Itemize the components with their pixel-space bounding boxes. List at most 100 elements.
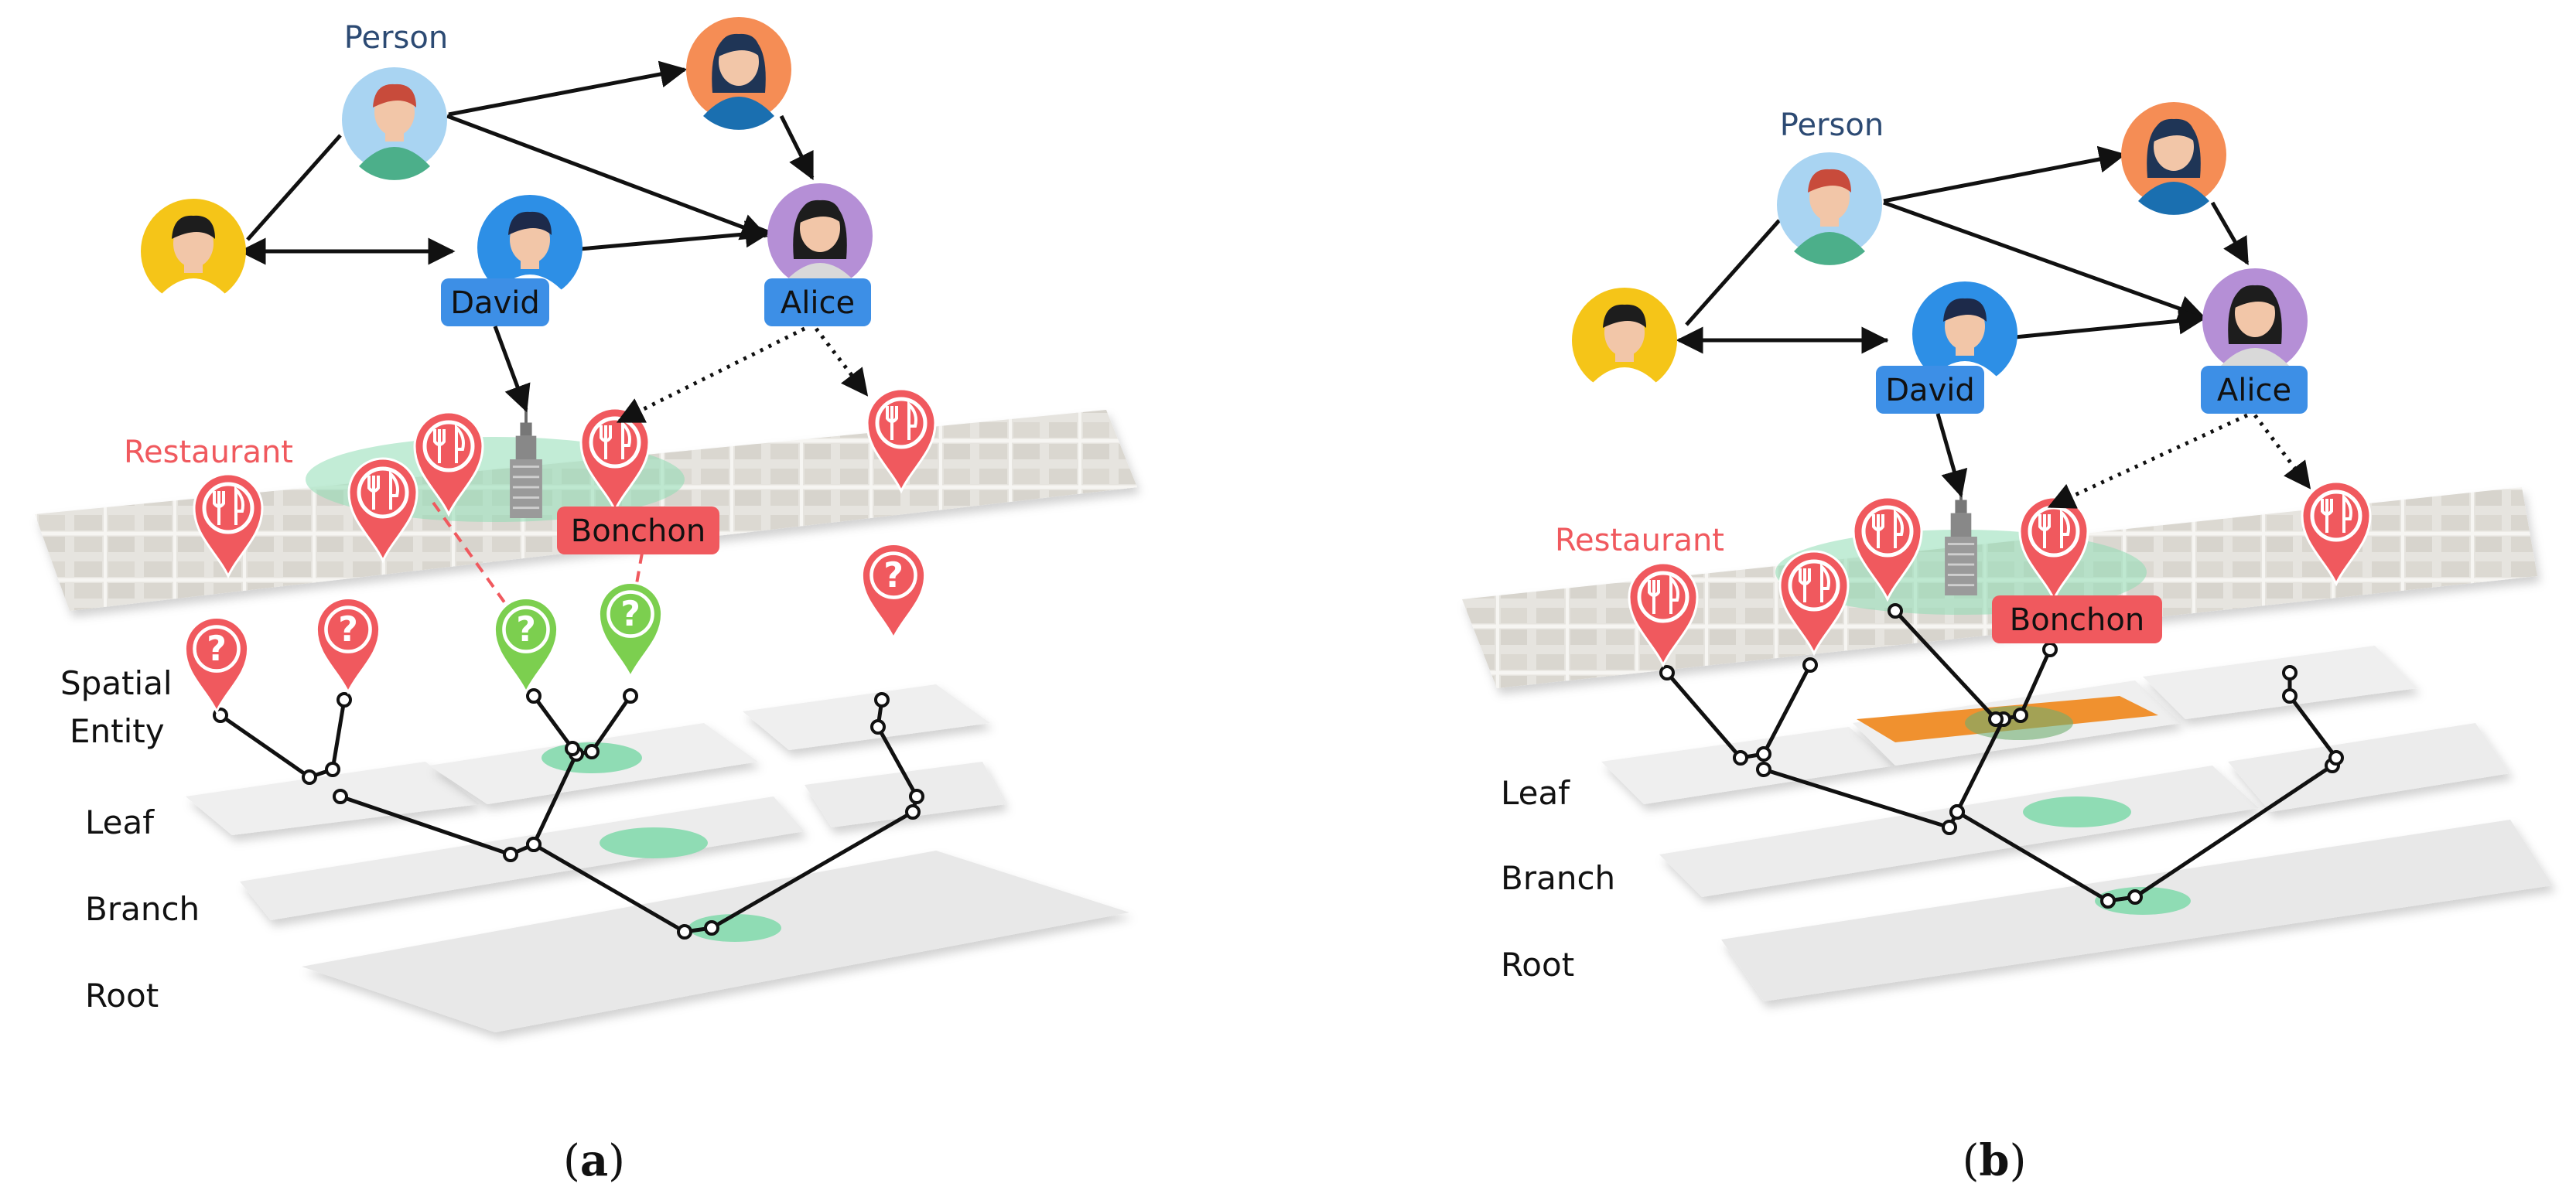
alice-badge: Alice	[2201, 366, 2308, 414]
tree-node	[302, 769, 317, 785]
tree-node	[1942, 820, 1957, 835]
leaf-label: Leaf	[85, 803, 155, 841]
fork-knife-pin-icon	[1778, 550, 1850, 657]
person-avatar-icon	[342, 67, 447, 180]
question-pin-icon: ?	[598, 582, 663, 680]
person-label: Person	[1780, 107, 1884, 143]
branch-layer-left	[1659, 766, 2259, 897]
root-label: Root	[1501, 946, 1574, 984]
tree-node	[2013, 708, 2028, 723]
tree-node	[2282, 688, 2298, 704]
fork-knife-pin-icon	[2301, 480, 2372, 587]
person-edge	[446, 114, 769, 240]
svg-text:?: ?	[207, 629, 227, 669]
tree-edge-leaf-1	[1666, 663, 1812, 760]
spatial-label: Spatial	[60, 664, 173, 702]
tree-node	[1802, 657, 1818, 673]
skyscraper-icon	[1945, 477, 1977, 595]
person-avatar-icon	[2121, 102, 2226, 215]
leaf-layer-3	[743, 684, 990, 750]
fork-knife-pin-icon	[1852, 496, 1923, 602]
restaurant-label: Restaurant	[1555, 523, 1724, 558]
tree-node	[584, 744, 600, 759]
visit-edge	[2047, 413, 2249, 509]
panel-b: Bonchon David Alice PersonRestaurantLeafBra…	[1462, 102, 2553, 1186]
tree-edge-leaf-2	[1894, 609, 1997, 721]
person-edge	[448, 60, 688, 117]
tree-node	[677, 924, 692, 940]
alice-badge: Alice	[764, 278, 871, 326]
tree-node	[909, 789, 924, 804]
branch-layer-right	[2228, 723, 2510, 812]
branch-highlight	[600, 827, 708, 858]
person-avatar-icon	[686, 17, 791, 130]
svg-text:?: ?	[516, 610, 536, 650]
root-layer	[302, 851, 1129, 1032]
question-pin-icon: ?	[316, 597, 381, 695]
david-badge-label: David	[450, 285, 540, 321]
tree-node	[870, 719, 886, 735]
leaf-layer-3	[2143, 646, 2417, 719]
bonchon-badge: Bonchon	[1992, 595, 2162, 643]
branch-label: Branch	[1501, 859, 1615, 897]
person-label: Person	[344, 20, 448, 56]
bonchon-badge: Bonchon	[557, 506, 719, 554]
tree-node	[526, 688, 542, 704]
tree-node	[1949, 804, 1965, 820]
question-pin-icon: ?	[494, 597, 559, 695]
fork-knife-pin-icon	[347, 457, 419, 564]
tree-edge-leaf-2	[531, 694, 575, 750]
person-avatar-icon	[141, 199, 246, 312]
person-avatar-icon	[1777, 152, 1882, 265]
question-pin-icon: ?	[184, 616, 249, 715]
tree-node	[526, 837, 542, 852]
fork-knife-pin-icon	[1628, 561, 1699, 668]
tree-edge-branch-1	[340, 694, 633, 857]
candidate-link	[432, 501, 512, 612]
david-badge-label: David	[1885, 373, 1975, 408]
person-edge	[1883, 145, 2127, 203]
tree-node	[337, 692, 352, 708]
visit-edge	[815, 327, 869, 397]
branch-layer-right	[805, 762, 1006, 827]
tree-node	[623, 688, 638, 704]
svg-text:?: ?	[620, 595, 641, 634]
root-label: Root	[85, 977, 159, 1015]
person-edge	[2014, 307, 2206, 339]
root-highlight	[2095, 887, 2191, 915]
fork-knife-pin-icon	[413, 411, 484, 517]
tree-node	[1659, 665, 1675, 680]
person-avatar-icon	[2202, 268, 2308, 381]
fork-knife-pin-icon	[866, 387, 937, 494]
bonchon-badge-label: Bonchon	[2010, 602, 2144, 638]
tree-node	[2127, 889, 2143, 905]
person-edge	[779, 114, 815, 181]
tree-node	[874, 692, 890, 708]
tree-node	[1756, 746, 1771, 762]
tree-node	[2282, 665, 2298, 680]
question-pin-icon: ?	[861, 543, 926, 641]
person-edge	[1685, 219, 1781, 326]
visit-edge	[493, 326, 531, 413]
entity-label: Entity	[70, 712, 165, 750]
fork-knife-pin-icon	[579, 407, 651, 513]
person-edge	[246, 134, 342, 241]
tree-node	[2042, 642, 2058, 657]
tree-edge-leaf-1	[219, 699, 347, 779]
svg-text:?: ?	[883, 556, 904, 595]
alice-badge-label: Alice	[781, 285, 855, 321]
leaf-label: Leaf	[1501, 774, 1570, 812]
alice-badge-label: Alice	[2217, 373, 2291, 408]
skyscraper-icon	[510, 400, 542, 518]
visit-edge	[1935, 413, 1968, 498]
tree-node	[503, 847, 518, 862]
person-edge	[2210, 201, 2250, 266]
tree-edge-branch-1	[1763, 648, 2052, 830]
tree-node	[1988, 711, 2004, 727]
david-badge: David	[441, 278, 549, 326]
david-badge: David	[1876, 366, 1984, 414]
tree-node	[325, 762, 340, 777]
person-edge	[1883, 200, 2206, 322]
